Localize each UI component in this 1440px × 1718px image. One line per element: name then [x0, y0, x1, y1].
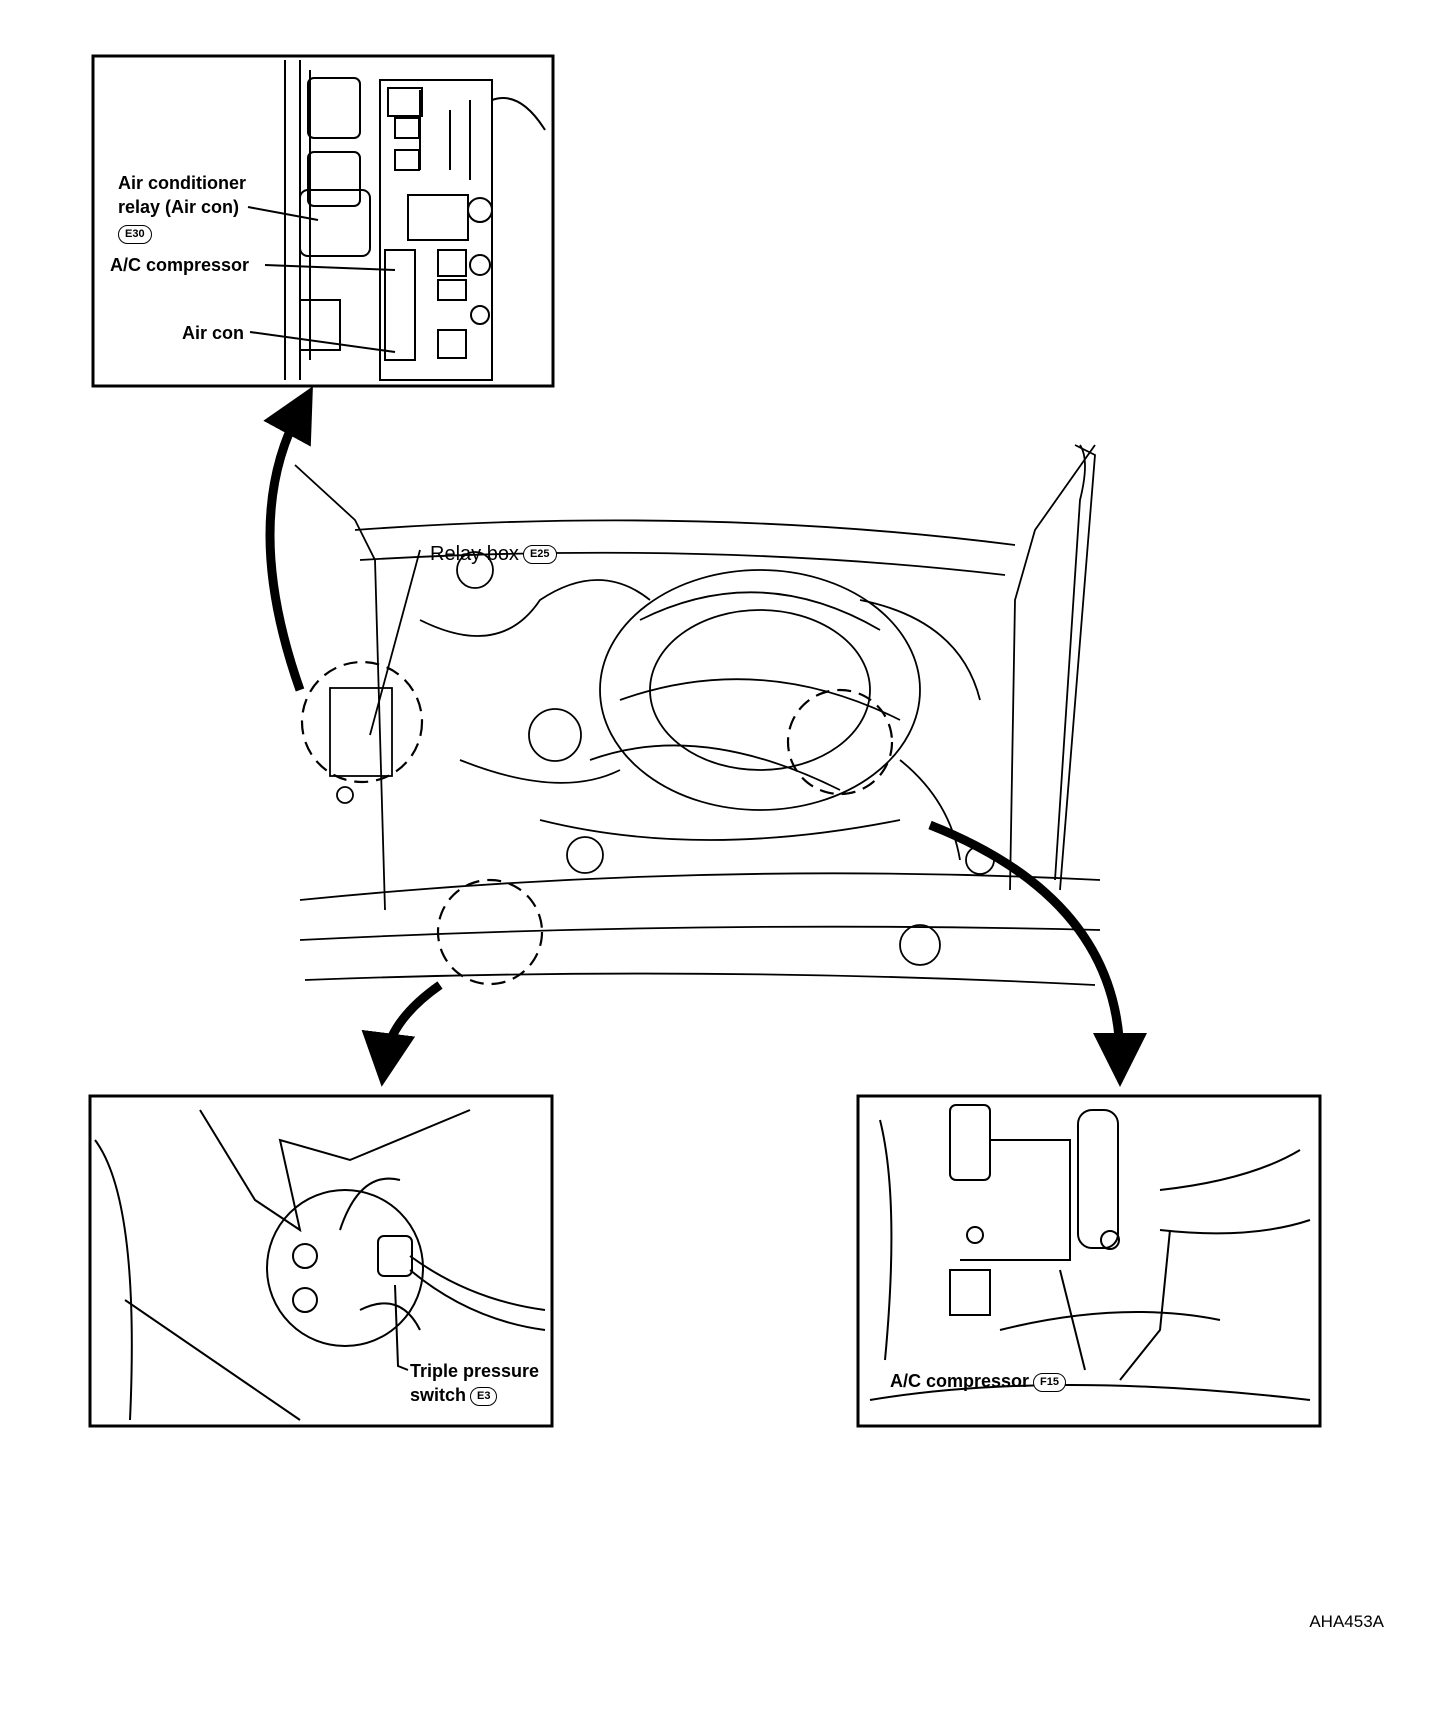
arrow-to-pressure-switch-inset [361, 981, 443, 1087]
arrow-to-relay-inset [263, 386, 313, 692]
figure-code: AHA453A [1309, 1612, 1384, 1631]
relay-inset-label-line1: Air conditioner [118, 173, 247, 193]
relay-inset-label-line2: relay (Air con) [118, 197, 240, 217]
connector-e3-badge: E3 [470, 1386, 498, 1406]
pressure-switch-label-line1: Triple pressure [410, 1361, 540, 1381]
relay-connector-badge-wrap: E30 [114, 222, 152, 244]
connector-e30-badge: E30 [118, 224, 152, 244]
connector-e25-badge: E25 [522, 545, 557, 565]
relay-box-text: Relay box [430, 543, 519, 565]
relay-inset-ac-compressor-label: A/C compressor [110, 255, 250, 275]
relay-inset-panel [91, 54, 555, 388]
arrow-to-compressor-inset [928, 820, 1147, 1087]
compressor-text: A/C compressor [890, 1371, 1030, 1391]
relay-inset-air-con-label: Air con [182, 323, 245, 343]
pressure-switch-inset-panel [88, 1094, 554, 1428]
pressure-switch-text: switch [410, 1385, 467, 1405]
compressor-inset-panel [856, 1094, 1322, 1428]
connector-f15-badge: F15 [1033, 1372, 1067, 1392]
engine-bay [294, 444, 1101, 986]
